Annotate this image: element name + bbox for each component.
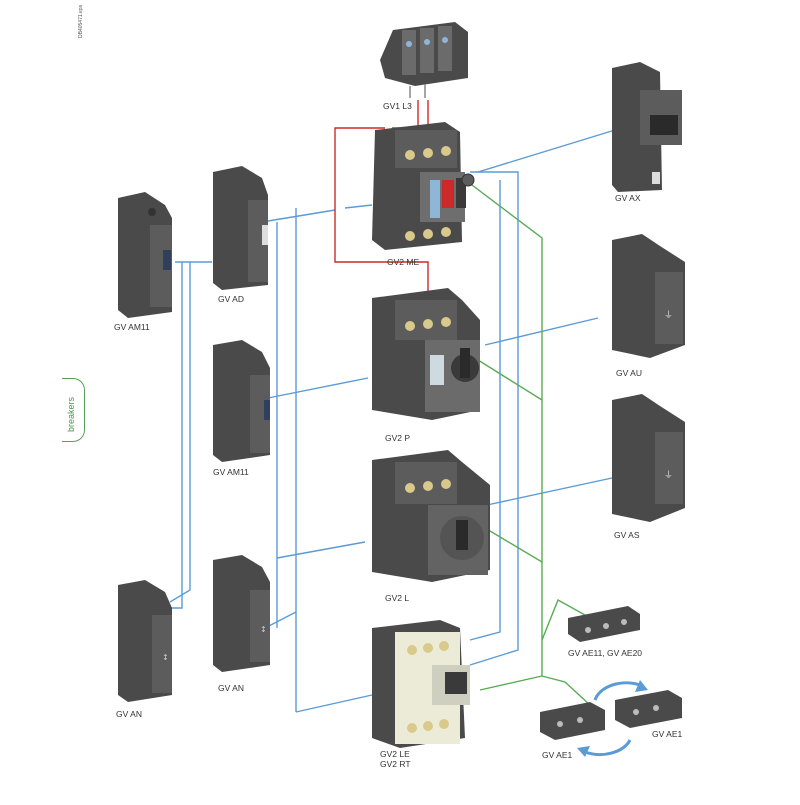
label-gv-ae1-left: GV AE1 (542, 750, 573, 760)
gv-ae1-left-device (540, 702, 605, 740)
gv1-l3-device (380, 22, 468, 98)
label-gv-ae11: GV AE11, GV AE20 (568, 648, 643, 658)
gv-ax-device (612, 62, 682, 192)
label-gv2-le: GV2 LE (380, 749, 410, 759)
blue-connectors (162, 129, 616, 713)
gv2-p-device (372, 288, 480, 420)
green-connectors (467, 181, 591, 706)
gv2-l-device (372, 450, 490, 582)
label-gv-ae1-right: GV AE1 (652, 729, 683, 739)
label-gv1-l3: GV1 L3 (383, 101, 412, 111)
label-gv-am11-mid: GV AM11 (213, 467, 249, 477)
gv-au-device: ⏚ (612, 234, 685, 358)
label-gv-au: GV AU (616, 368, 642, 378)
gv-ae1-right-device (615, 690, 682, 728)
svg-text:⏚: ⏚ (664, 310, 673, 321)
label-gv-ax: GV AX (615, 193, 641, 203)
gv-an-right-device: ↕ (213, 555, 270, 672)
gv-as-device: ⏚ (612, 394, 685, 522)
label-gv2-p: GV2 P (385, 433, 411, 443)
gv2-le-device (372, 620, 470, 748)
side-tab[interactable] (62, 378, 85, 442)
svg-text:↕: ↕ (162, 653, 169, 662)
gv-ad-device (213, 166, 268, 290)
svg-text:↕: ↕ (260, 625, 267, 634)
gv-am11-mid-device (213, 340, 270, 462)
label-gv-as: GV AS (614, 530, 640, 540)
rotate-arrows-icon (577, 680, 648, 757)
gv2-me-device (372, 122, 475, 250)
label-gv2-me: GV2 ME (387, 257, 420, 267)
gv-ae11-device (568, 606, 640, 642)
label-gv-an-right: GV AN (218, 683, 244, 693)
side-tab-label: breakers (66, 396, 76, 432)
label-gv2-l: GV2 L (385, 593, 410, 603)
drawing-code: DB405471.eps (78, 4, 84, 38)
gv-am11-top-device (118, 192, 172, 318)
label-gv-ad: GV AD (218, 294, 244, 304)
svg-text:⏚: ⏚ (664, 470, 673, 481)
label-gv2-rt: GV2 RT (380, 759, 411, 769)
label-gv-am11-top: GV AM11 (114, 322, 150, 332)
gv-an-left-device: ↕ (118, 580, 172, 702)
label-gv-an-left: GV AN (116, 709, 142, 719)
